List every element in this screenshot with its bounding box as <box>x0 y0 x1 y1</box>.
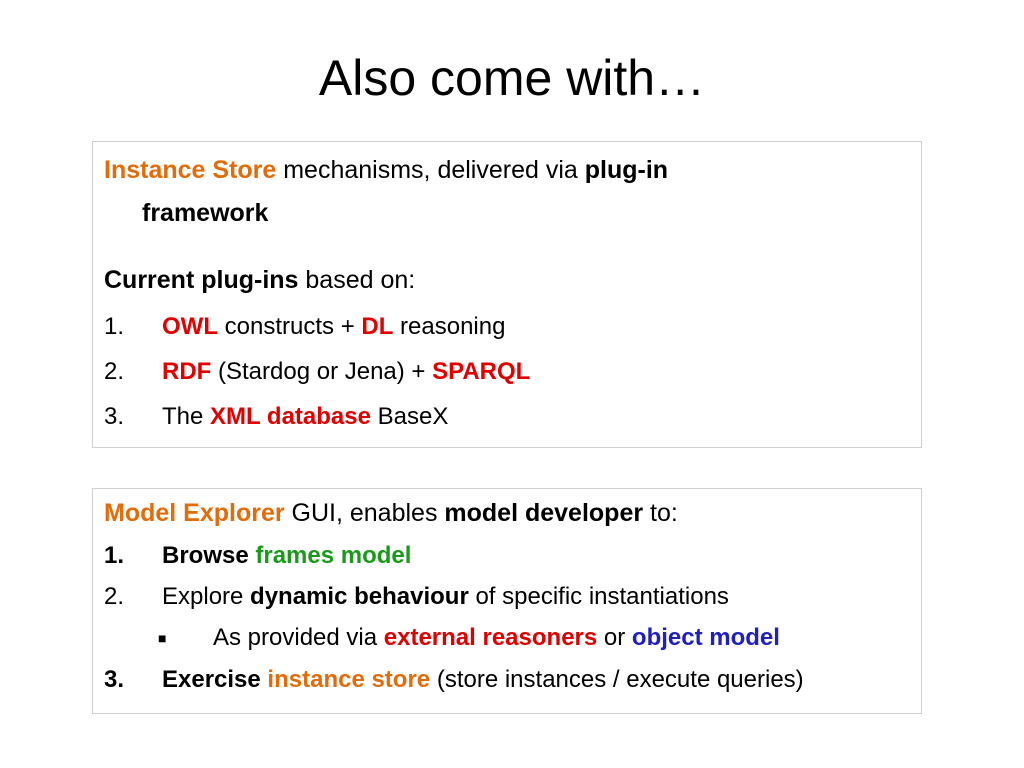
model-explorer-intro: Model Explorer GUI, enables model develo… <box>104 499 678 527</box>
plugin-item-number: 3. <box>104 403 125 430</box>
explorer-item-number: 2. <box>104 583 125 610</box>
explorer-item-browse: Browse frames model <box>162 542 412 569</box>
instance-store-panel: Instance Store mechanisms, delivered via… <box>92 141 922 448</box>
explorer-item-number: 1. <box>104 542 125 569</box>
plugin-item-xml: The XML database BaseX <box>162 403 449 430</box>
instance-store-intro-continued: framework <box>142 199 269 227</box>
explorer-item-explore: Explore dynamic behaviour of specific in… <box>162 583 729 610</box>
explorer-sub-item: As provided via external reasoners or ob… <box>213 624 780 651</box>
plugin-item-number: 1. <box>104 313 125 340</box>
explorer-item-exercise: Exercise instance store (store instances… <box>162 666 804 693</box>
instance-store-term: Instance Store <box>104 156 277 184</box>
instance-store-intro: Instance Store mechanisms, delivered via… <box>104 156 669 184</box>
explorer-item-number: 3. <box>104 666 125 693</box>
model-explorer-term: Model Explorer <box>104 499 285 527</box>
square-bullet-icon: ■ <box>158 630 167 646</box>
plugin-item-rdf: RDF (Stardog or Jena) + SPARQL <box>162 358 531 385</box>
slide-title: Also come with… <box>318 50 706 106</box>
plugin-item-number: 2. <box>104 358 125 385</box>
plugins-heading: Current plug-ins based on: <box>104 266 416 294</box>
model-explorer-panel: Model Explorer GUI, enables model develo… <box>92 488 922 714</box>
plugin-item-owl: OWL constructs + DL reasoning <box>162 313 506 340</box>
plug-in-term: plug-in <box>584 156 669 184</box>
